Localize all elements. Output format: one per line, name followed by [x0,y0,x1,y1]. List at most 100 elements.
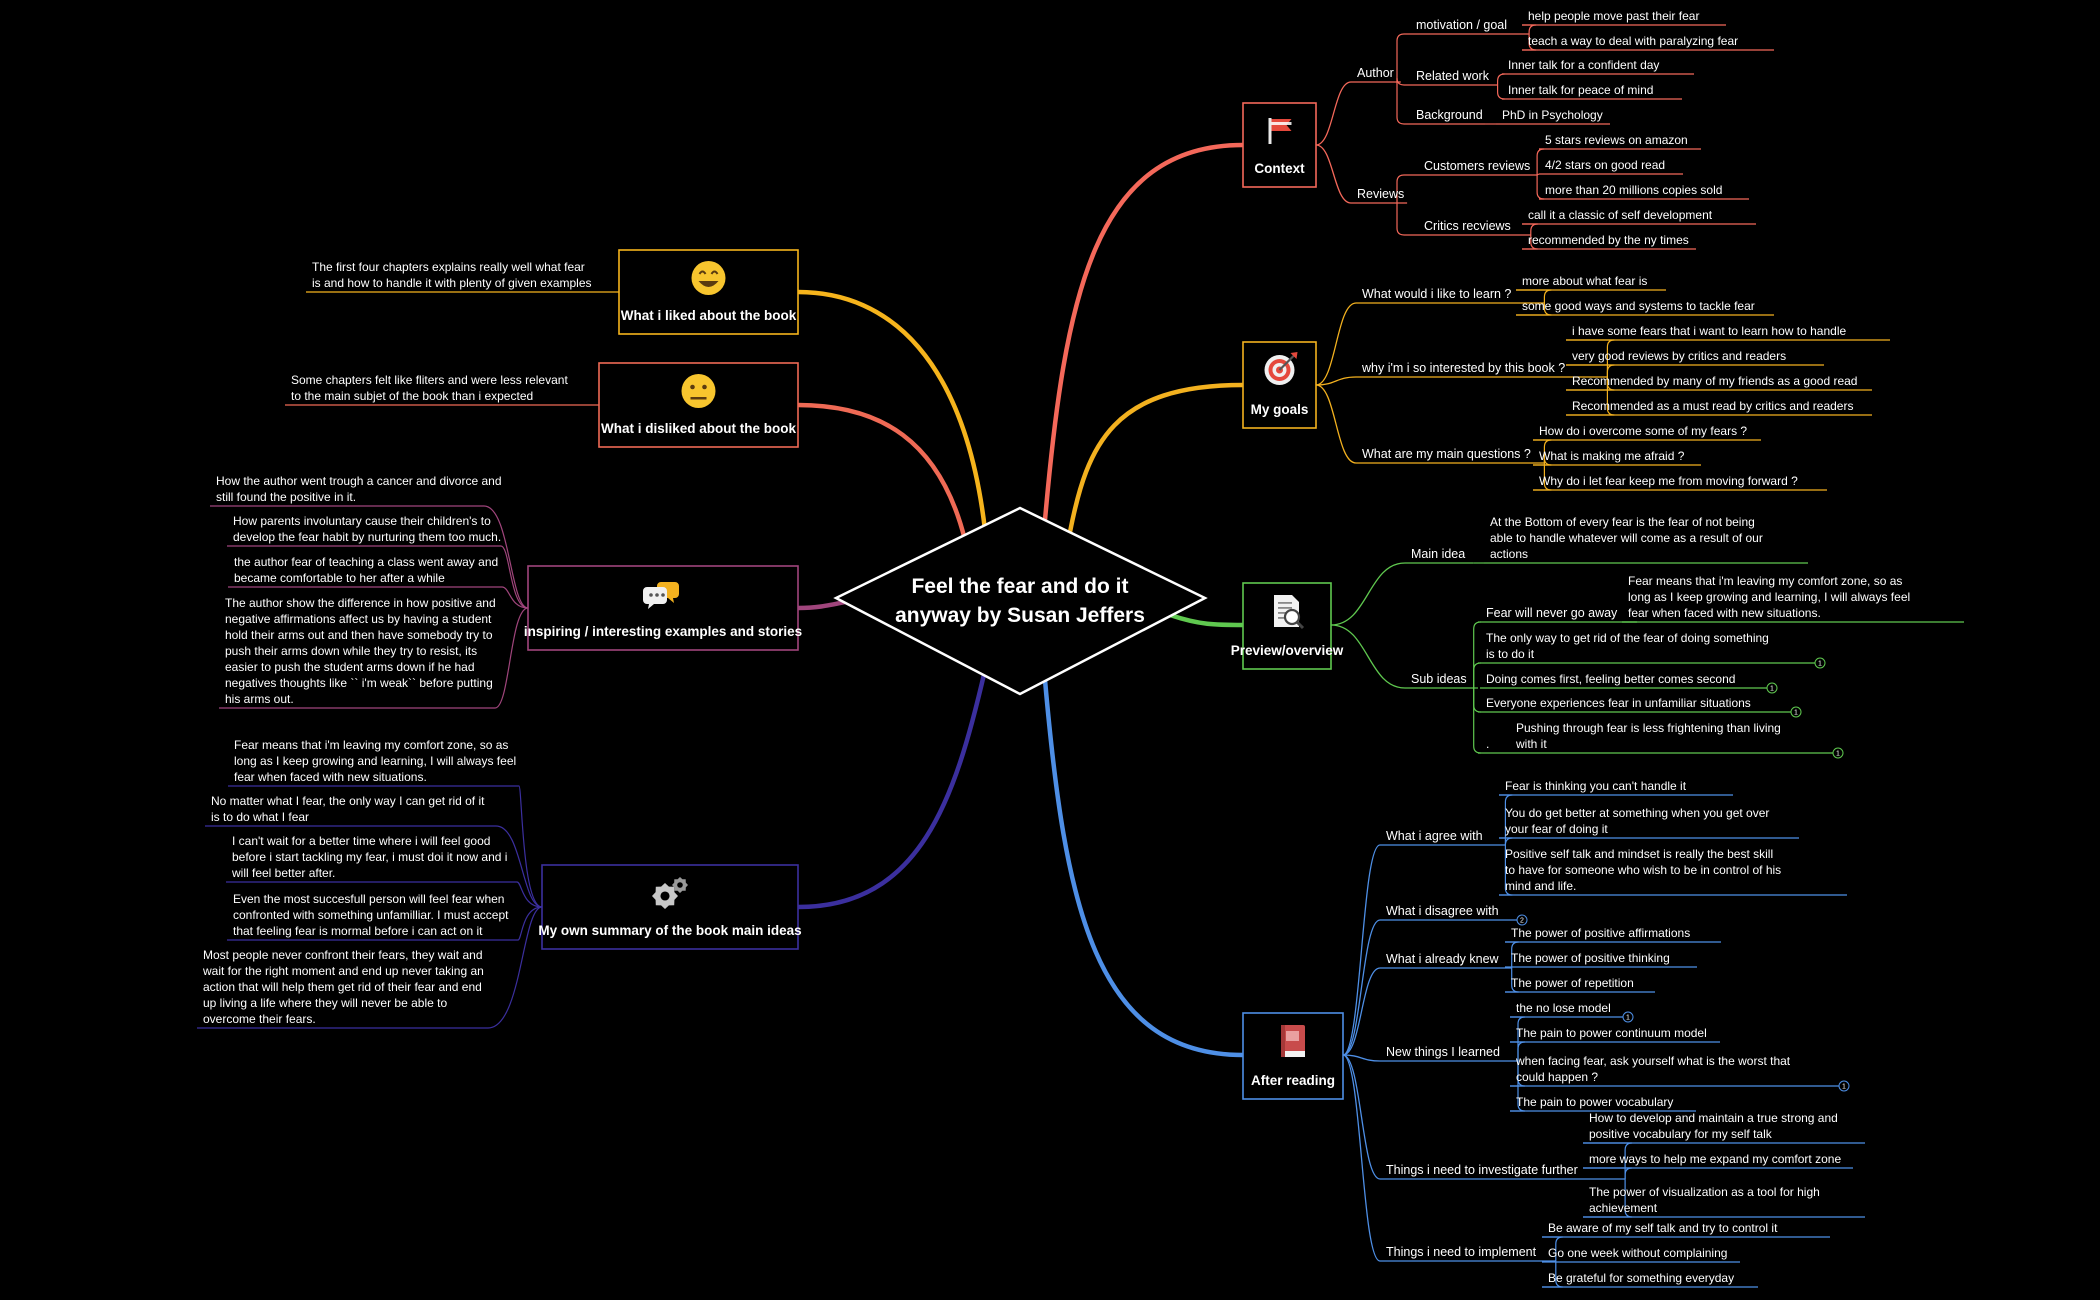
leaf[interactable]: Everyone experiences fear in unfamiliar … [1486,696,1751,710]
leaf[interactable]: call it a classic of self development [1528,208,1713,222]
node-goals[interactable]: My goals [1242,341,1317,429]
leaf[interactable]: Be grateful for something everyday [1548,1271,1734,1285]
leaf-text-line: able to handle whatever will come as a r… [1490,531,1763,545]
subtopic-label: What i already knew [1386,952,1500,966]
node-after[interactable]: After reading [1242,1012,1344,1100]
leaf[interactable]: What is making me afraid ? [1539,449,1685,463]
subtopic[interactable]: New things I learned [1386,1045,1500,1059]
leaf[interactable]: more ways to help me expand my comfort z… [1589,1152,1841,1166]
leaf[interactable]: 5 stars reviews on amazon [1545,133,1688,147]
leaf[interactable]: The only way to get rid of the fear of d… [1486,631,1769,661]
leaf[interactable]: The first four chapters explains really … [312,260,592,290]
leaf[interactable]: The pain to power vocabulary [1516,1095,1673,1109]
leaf[interactable]: How to develop and maintain a true stron… [1589,1111,1838,1141]
count-badge[interactable]: 1 [1790,706,1802,718]
leaf[interactable]: You do get better at something when you … [1505,806,1769,836]
leaf[interactable]: i have some fears that i want to learn h… [1572,324,1846,338]
count-badge[interactable]: 1 [1766,682,1778,694]
leaf-text-line: Why do i let fear keep me from moving fo… [1539,474,1798,488]
leaf[interactable]: some good ways and systems to tackle fea… [1522,299,1755,313]
leaf[interactable]: No matter what I fear, the only way I ca… [211,794,485,824]
leaf[interactable]: recommended by the ny times [1528,233,1689,247]
leaf[interactable]: help people move past their fear [1528,9,1699,23]
leaf-text-line: hold their arms out and then have somebo… [225,628,493,642]
node-liked[interactable]: What i liked about the book [618,249,799,335]
leaf[interactable]: Fear means that i'm leaving my comfort z… [1628,574,1910,620]
leaf[interactable]: very good reviews by critics and readers [1572,349,1786,363]
leaf[interactable]: The power of visualization as a tool for… [1589,1185,1820,1215]
leaf[interactable]: Inner talk for a confident day [1508,58,1659,72]
subtopic-sub-ideas[interactable]: Sub ideas [1411,672,1467,686]
leaf-text-line: How do i overcome some of my fears ? [1539,424,1747,438]
node-disliked[interactable]: What i disliked about the book [598,362,799,448]
leaf[interactable]: Fear is thinking you can't handle it [1505,779,1687,793]
leaf[interactable]: more than 20 millions copies sold [1545,183,1722,197]
count-badge[interactable]: 1 [1622,1011,1634,1023]
leaf[interactable]: Pushing through fear is less frightening… [1515,721,1781,751]
leaf[interactable]: Recommended by many of my friends as a g… [1572,374,1857,388]
subtopic-author[interactable]: Author [1357,66,1394,80]
leaf[interactable]: How parents involuntary cause their chil… [233,514,501,544]
leaf[interactable]: Why do i let fear keep me from moving fo… [1539,474,1798,488]
leaf-text-line: action that will help them get rid of th… [203,980,482,994]
leaf[interactable]: Fear means that i'm leaving my comfort z… [234,738,516,784]
leaf[interactable]: more about what fear is [1522,274,1647,288]
subtopic[interactable]: What i disagree with [1386,904,1499,918]
leaf[interactable]: Recommended as a must read by critics an… [1572,399,1853,413]
connector-lines [197,24,1964,1288]
count-badge[interactable]: 1 [1832,747,1844,759]
node-preview[interactable]: Preview/overview [1231,582,1344,670]
leaf-text-line: is and how to handle it with plenty of g… [312,276,592,290]
count-badge[interactable]: 2 [1516,914,1528,926]
leaf-text-line: push their arms down while they try to r… [225,644,477,658]
leaf-text-line: Recommended as a must read by critics an… [1572,399,1853,413]
subtopic[interactable]: Related work [1416,69,1490,83]
subtopic[interactable]: Fear will never go away [1486,606,1618,620]
leaf[interactable]: The power of positive thinking [1511,951,1670,965]
subtopic[interactable]: Customers reviews [1424,159,1530,173]
subtopic[interactable]: Things i need to implement [1386,1245,1537,1259]
node-context[interactable]: Context [1242,102,1317,188]
leaf[interactable]: Some chapters felt like fliters and were… [291,373,568,403]
subtopic[interactable]: What are my main questions ? [1362,447,1531,461]
leaf[interactable]: The author show the difference in how po… [225,596,496,706]
leaf[interactable]: Doing comes first, feeling better comes … [1486,672,1735,686]
leaf[interactable]: Inner talk for peace of mind [1508,83,1653,97]
leaf[interactable]: How do i overcome some of my fears ? [1539,424,1747,438]
leaf[interactable]: Most people never confront their fears, … [202,948,484,1026]
leaf[interactable]: Go one week without complaining [1548,1246,1727,1260]
leaf[interactable]: the author fear of teaching a class went… [234,555,498,585]
subtopic-main-idea[interactable]: Main idea [1411,547,1465,561]
leaf[interactable]: The power of repetition [1511,976,1634,990]
leaf[interactable]: the no lose model [1516,1001,1611,1015]
leaf[interactable]: At the Bottom of every fear is the fear … [1490,515,1763,561]
leaf[interactable]: How the author went trough a cancer and … [216,474,502,504]
leaf[interactable]: Even the most succesfull person will fee… [233,892,509,938]
leaf[interactable]: The power of positive affirmations [1511,926,1690,940]
node-summary[interactable]: My own summary of the book main ideas [538,864,802,950]
subtopic[interactable]: What i agree with [1386,829,1483,843]
subtopic[interactable]: Critics recviews [1424,219,1511,233]
badge-count: 2 [1520,918,1524,925]
leaf-text-line: At the Bottom of every fear is the fear … [1490,515,1755,529]
leaf[interactable]: 4/2 stars on good read [1545,158,1665,172]
leaf[interactable]: The pain to power continuum model [1516,1026,1707,1040]
leaf[interactable]: Positive self talk and mindset is really… [1505,847,1781,893]
subtopic[interactable]: why i'm i so interested by this book ? [1361,361,1565,375]
leaf[interactable]: when facing fear, ask yourself what is t… [1515,1054,1791,1084]
subtopic-reviews[interactable]: Reviews [1357,187,1404,201]
leaf[interactable]: I can't wait for a better time where i w… [231,834,507,880]
count-badge[interactable]: 1 [1838,1080,1850,1092]
leaf[interactable]: Be aware of my self talk and try to cont… [1548,1221,1778,1235]
leaf[interactable]: PhD in Psychology [1502,108,1603,122]
subtopic[interactable]: Background [1416,108,1483,122]
count-badge[interactable]: 1 [1814,657,1826,669]
node-inspiring[interactable]: inspiring / interesting examples and sto… [524,565,802,651]
leaf[interactable]: teach a way to deal with paralyzing fear [1528,34,1738,48]
subtopic[interactable]: Things i need to investigate further [1386,1163,1578,1177]
subtopic[interactable]: motivation / goal [1416,18,1507,32]
subtopic[interactable]: What would i like to learn ? [1362,287,1511,301]
node-box [541,864,799,950]
subtopic[interactable]: What i already knew [1386,952,1500,966]
